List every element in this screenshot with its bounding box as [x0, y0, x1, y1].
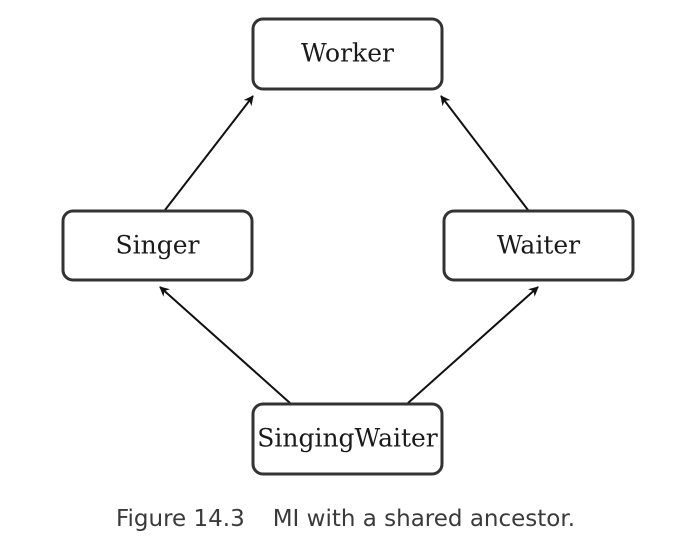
node-singingwaiter: SingingWaiter — [251, 402, 444, 476]
node-singer: Singer — [61, 209, 254, 282]
node-waiter-label: Waiter — [497, 231, 580, 260]
edge-singingwaiter-to-waiter — [407, 286, 539, 404]
node-waiter: Waiter — [442, 209, 635, 282]
figure-number: Figure 14.3 — [115, 506, 245, 532]
node-worker-label: Worker — [301, 39, 394, 68]
node-singingwaiter-label: SingingWaiter — [257, 424, 438, 453]
node-singer-label: Singer — [116, 231, 200, 260]
node-worker: Worker — [251, 17, 444, 91]
edge-singingwaiter-to-singer — [159, 286, 291, 404]
inheritance-diagram: Worker Singer Waiter SingingWaiter — [61, 17, 635, 476]
figure-caption-text: MI with a shared ancestor. — [272, 506, 576, 532]
edge-singer-to-worker — [164, 95, 254, 211]
edge-waiter-to-worker — [440, 95, 529, 211]
figure-caption: Figure 14.3 MI with a shared ancestor. — [0, 506, 691, 532]
